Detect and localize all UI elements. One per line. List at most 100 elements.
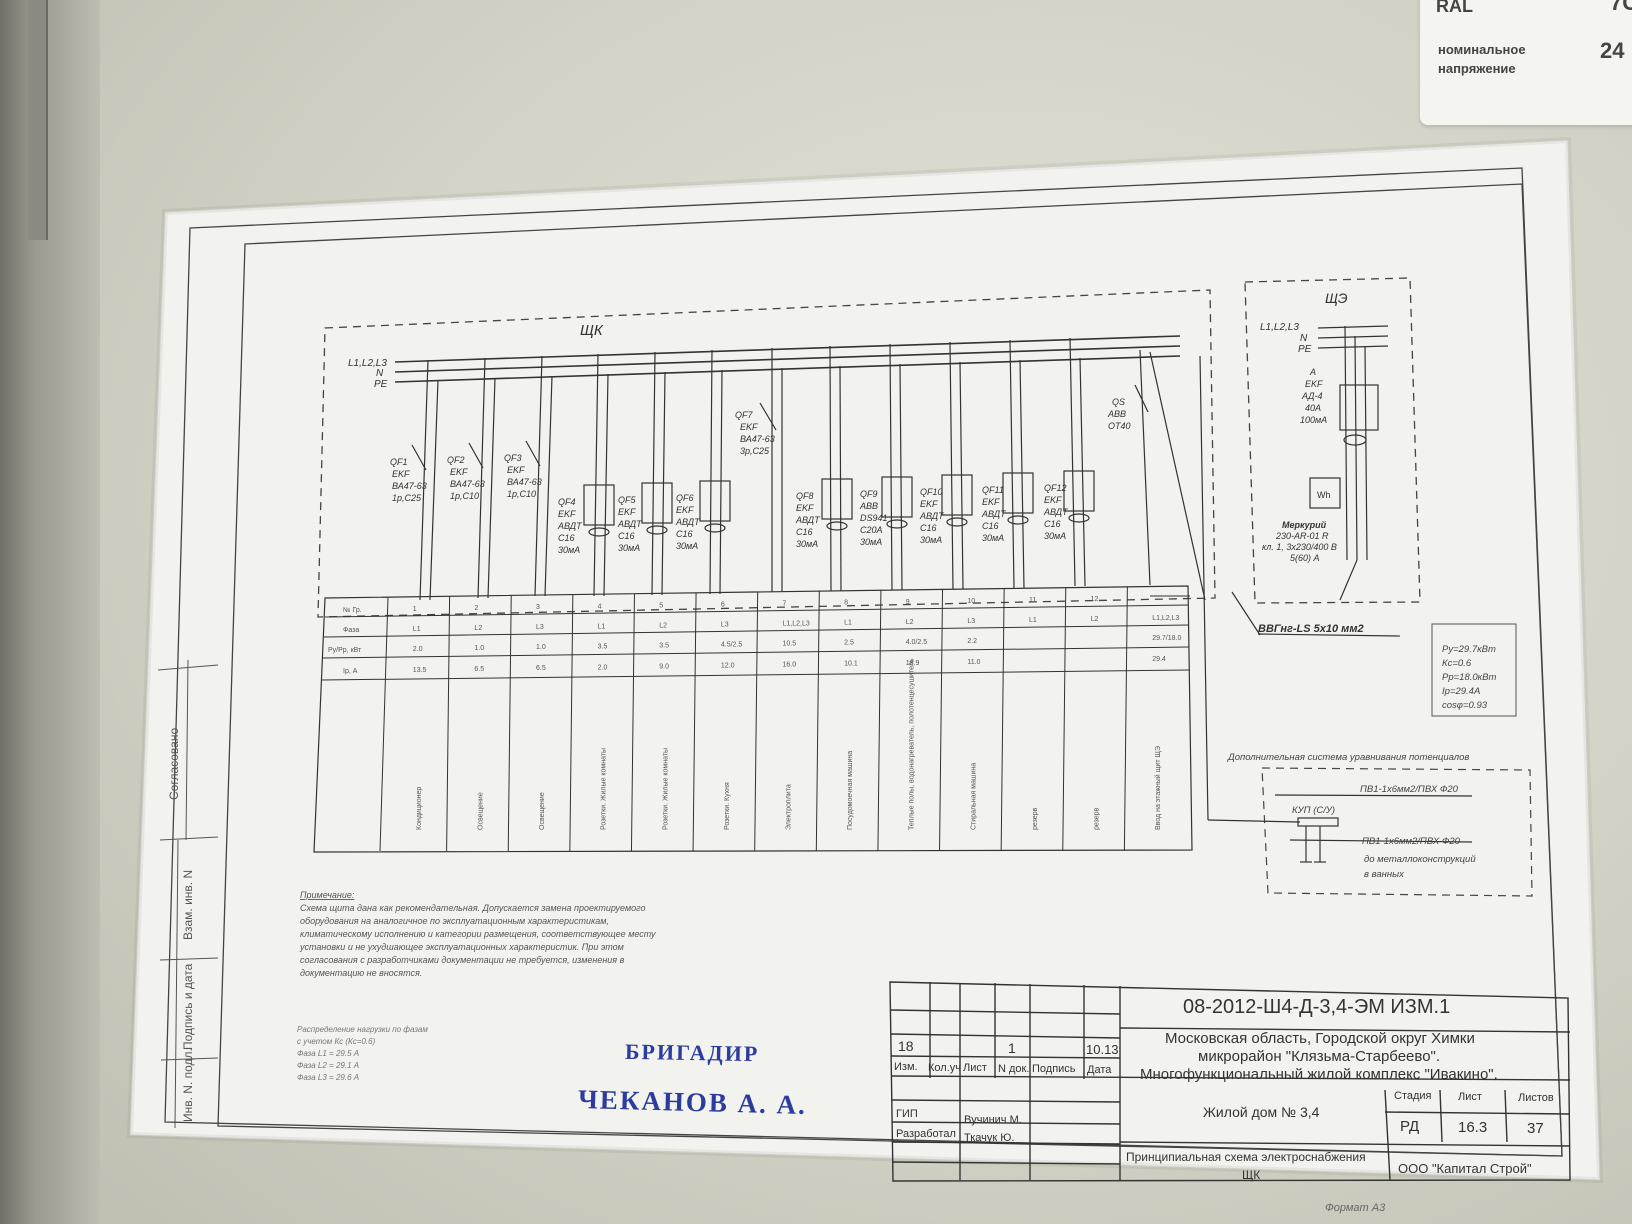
meter-brk-4: 40А bbox=[1305, 403, 1321, 413]
group-current: 16.0 bbox=[783, 662, 797, 669]
table-column-divider bbox=[446, 596, 451, 852]
meter-model-4: 5(60) А bbox=[1290, 553, 1320, 563]
group-phase: L2 bbox=[906, 619, 914, 626]
qf8-l1: EKF bbox=[796, 503, 814, 513]
sheet-header: Лист bbox=[1458, 1091, 1482, 1103]
group-name: резерв bbox=[1094, 807, 1101, 830]
qf3-id: QF3 bbox=[504, 453, 522, 463]
rev-sheet-value: 1 bbox=[1008, 1040, 1016, 1056]
qf5-l1: EKF bbox=[618, 507, 636, 517]
group-current: 6.5 bbox=[474, 666, 484, 673]
group-current: 12.0 bbox=[721, 663, 735, 670]
bus-label-l: L1,L2,L3 bbox=[348, 358, 387, 369]
qf10-l4: 30мА bbox=[920, 535, 942, 545]
potential-box bbox=[1261, 767, 1533, 897]
group-current: 2.0 bbox=[598, 664, 608, 671]
potential-4: до металлоконструкций bbox=[1364, 854, 1476, 865]
load-line-2: Фаза L1 = 29.5 А bbox=[297, 1049, 359, 1058]
paper bbox=[129, 139, 1601, 1181]
qf8-l4: 30мА bbox=[796, 539, 818, 549]
cabinet-hinge bbox=[28, 0, 48, 240]
rating-label-card: RAL 7C номинальное напряжение 24 bbox=[1420, 0, 1632, 125]
group-number: 6 bbox=[721, 602, 725, 609]
qf1-id: QF1 bbox=[390, 457, 408, 467]
note-title: Примечание: bbox=[300, 890, 355, 900]
rev-hdr-sign: Подпись bbox=[1032, 1063, 1076, 1075]
cable-line bbox=[1231, 591, 1401, 637]
qf6-l4: 30мА bbox=[676, 541, 698, 551]
group-power: 2.2 bbox=[967, 638, 977, 645]
doc-title-1: Принципиальная схема электроснабжения bbox=[1126, 1150, 1366, 1164]
note-line-5: согласования с разработчиками документац… bbox=[300, 955, 625, 965]
qf2-l1: EKF bbox=[450, 467, 468, 477]
cable-label: ВВГнг-LS 5х10 мм2 bbox=[1258, 623, 1364, 635]
group-power: 1.0 bbox=[474, 645, 484, 652]
group-current: 6.5 bbox=[536, 665, 546, 672]
voltage-label-2: напряжение bbox=[1438, 61, 1516, 76]
qf6-l2: АВДТ bbox=[675, 517, 701, 527]
meter-box bbox=[1309, 477, 1341, 509]
address-line-1: Московская область, Городской округ Химк… bbox=[1165, 1030, 1475, 1047]
cabinet-frame bbox=[0, 0, 100, 1224]
qf5-l2: АВДТ bbox=[617, 519, 643, 529]
bus-label-pe: PE bbox=[374, 379, 388, 390]
group-current: 10.1 bbox=[844, 661, 858, 668]
group-number: 10 bbox=[967, 598, 975, 605]
qf10-l2: АВДТ bbox=[919, 511, 945, 521]
side-label-inv: Инв. N. подл. bbox=[181, 1048, 195, 1122]
group-current: 29.4 bbox=[1152, 656, 1166, 663]
group-power: 10.5 bbox=[783, 641, 797, 648]
calc-4: Iр=29.4А bbox=[1442, 686, 1480, 697]
table-column-divider bbox=[507, 595, 512, 852]
group-phase: L1 bbox=[844, 620, 852, 627]
group-number: 2 bbox=[474, 605, 478, 612]
note-line-3: климатическому исполнению и категории ра… bbox=[300, 929, 656, 939]
voltage-label-1: номинальное bbox=[1438, 42, 1526, 57]
meter-board-title: ЩЭ bbox=[1325, 290, 1348, 306]
qf11-l1: EKF bbox=[982, 497, 1000, 507]
qf2-l2: ВА47-63 bbox=[450, 479, 485, 489]
doc-title-2: ЩК bbox=[1242, 1168, 1261, 1182]
table-column-divider bbox=[939, 588, 944, 852]
table-column-divider bbox=[630, 593, 635, 852]
potential-2: КУП (С/У) bbox=[1292, 805, 1335, 816]
group-number: 9 bbox=[906, 599, 910, 606]
rev-hdr-izm: Изм. bbox=[894, 1061, 918, 1073]
group-power: 4.0/2.5 bbox=[906, 639, 928, 646]
rev-change-value: 18 bbox=[898, 1038, 914, 1054]
load-line-1: с учетом Кс (Кс=0.6) bbox=[297, 1037, 376, 1046]
meter-model-2: 230-AR-01 R bbox=[1275, 531, 1329, 541]
group-number: 3 bbox=[536, 604, 540, 611]
qf2-id: QF2 bbox=[447, 455, 465, 465]
potential-5: в ванных bbox=[1364, 869, 1405, 880]
building-name: Жилой дом № 3,4 bbox=[1203, 1104, 1320, 1120]
row-label-power: Ру/Рр, кВт bbox=[328, 647, 362, 654]
qf8-id: QF8 bbox=[796, 491, 814, 501]
load-line-3: Фаза L2 = 29.1 А bbox=[297, 1061, 359, 1070]
group-power: 3.5 bbox=[598, 643, 608, 650]
breaker-symbols bbox=[411, 384, 1149, 537]
rev-hdr-koluch: Кол.уч bbox=[928, 1062, 961, 1074]
rev-date-value: 10.13 bbox=[1086, 1042, 1119, 1057]
group-name: Теплые полы, водонагреватель, полотенцес… bbox=[909, 658, 916, 830]
sheets-value: 37 bbox=[1527, 1120, 1544, 1137]
group-power: 2.5 bbox=[844, 640, 854, 647]
meter-box-label: Wh bbox=[1317, 490, 1331, 500]
qf6-id: QF6 bbox=[676, 493, 694, 503]
table-column-divider bbox=[569, 594, 574, 852]
stage-header: Стадия bbox=[1394, 1090, 1432, 1102]
qf9-id: QF9 bbox=[860, 489, 878, 499]
group-phase: L2 bbox=[1091, 616, 1099, 623]
sheets-header: Листов bbox=[1518, 1092, 1554, 1104]
qf11-id: QF11 bbox=[982, 485, 1004, 495]
qs-l1: ABB bbox=[1107, 409, 1126, 419]
group-phase: L1 bbox=[413, 626, 421, 633]
qf9-l4: 30мА bbox=[860, 537, 882, 547]
group-current: 9.0 bbox=[659, 663, 669, 670]
qf10-id: QF10 bbox=[920, 487, 943, 497]
rev-hdr-ndoc: N док. bbox=[998, 1063, 1030, 1075]
qf5-id: QF5 bbox=[618, 495, 636, 505]
side-label-sign-date: Подпись и дата bbox=[181, 963, 195, 1050]
group-number: 8 bbox=[844, 600, 848, 607]
